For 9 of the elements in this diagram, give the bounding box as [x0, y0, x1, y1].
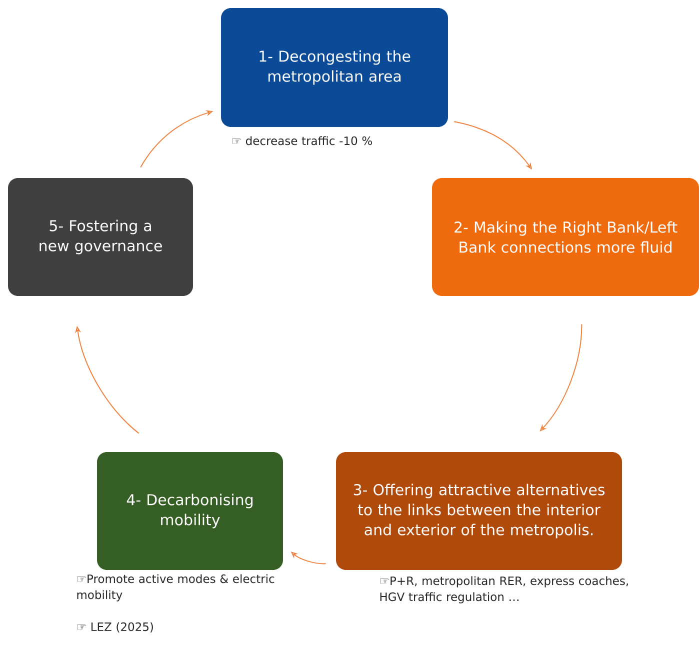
note-text: ☞ LEZ (2025) — [77, 622, 153, 632]
step-box: 3- Offering attractive alternatives to the links between the interior and exterior of the metropolis. — [336, 452, 622, 570]
step-box: 2- Making the Right Bank/Left Bank connections more fluid — [432, 178, 699, 296]
note-text: ☞P+R, metropolitan RER, express coaches, HGV traffic regulation … — [380, 576, 628, 604]
note-text: ☞Promote active modes & electric mobility — [77, 574, 274, 602]
note-text: ☞ decrease traffic -10 % — [232, 136, 372, 146]
step-box: 4- Decarbonising mobility — [97, 452, 283, 570]
step-box: 5- Fostering a new governance — [8, 178, 193, 296]
step-box: 1- Decongesting the metropolitan area — [221, 8, 448, 127]
